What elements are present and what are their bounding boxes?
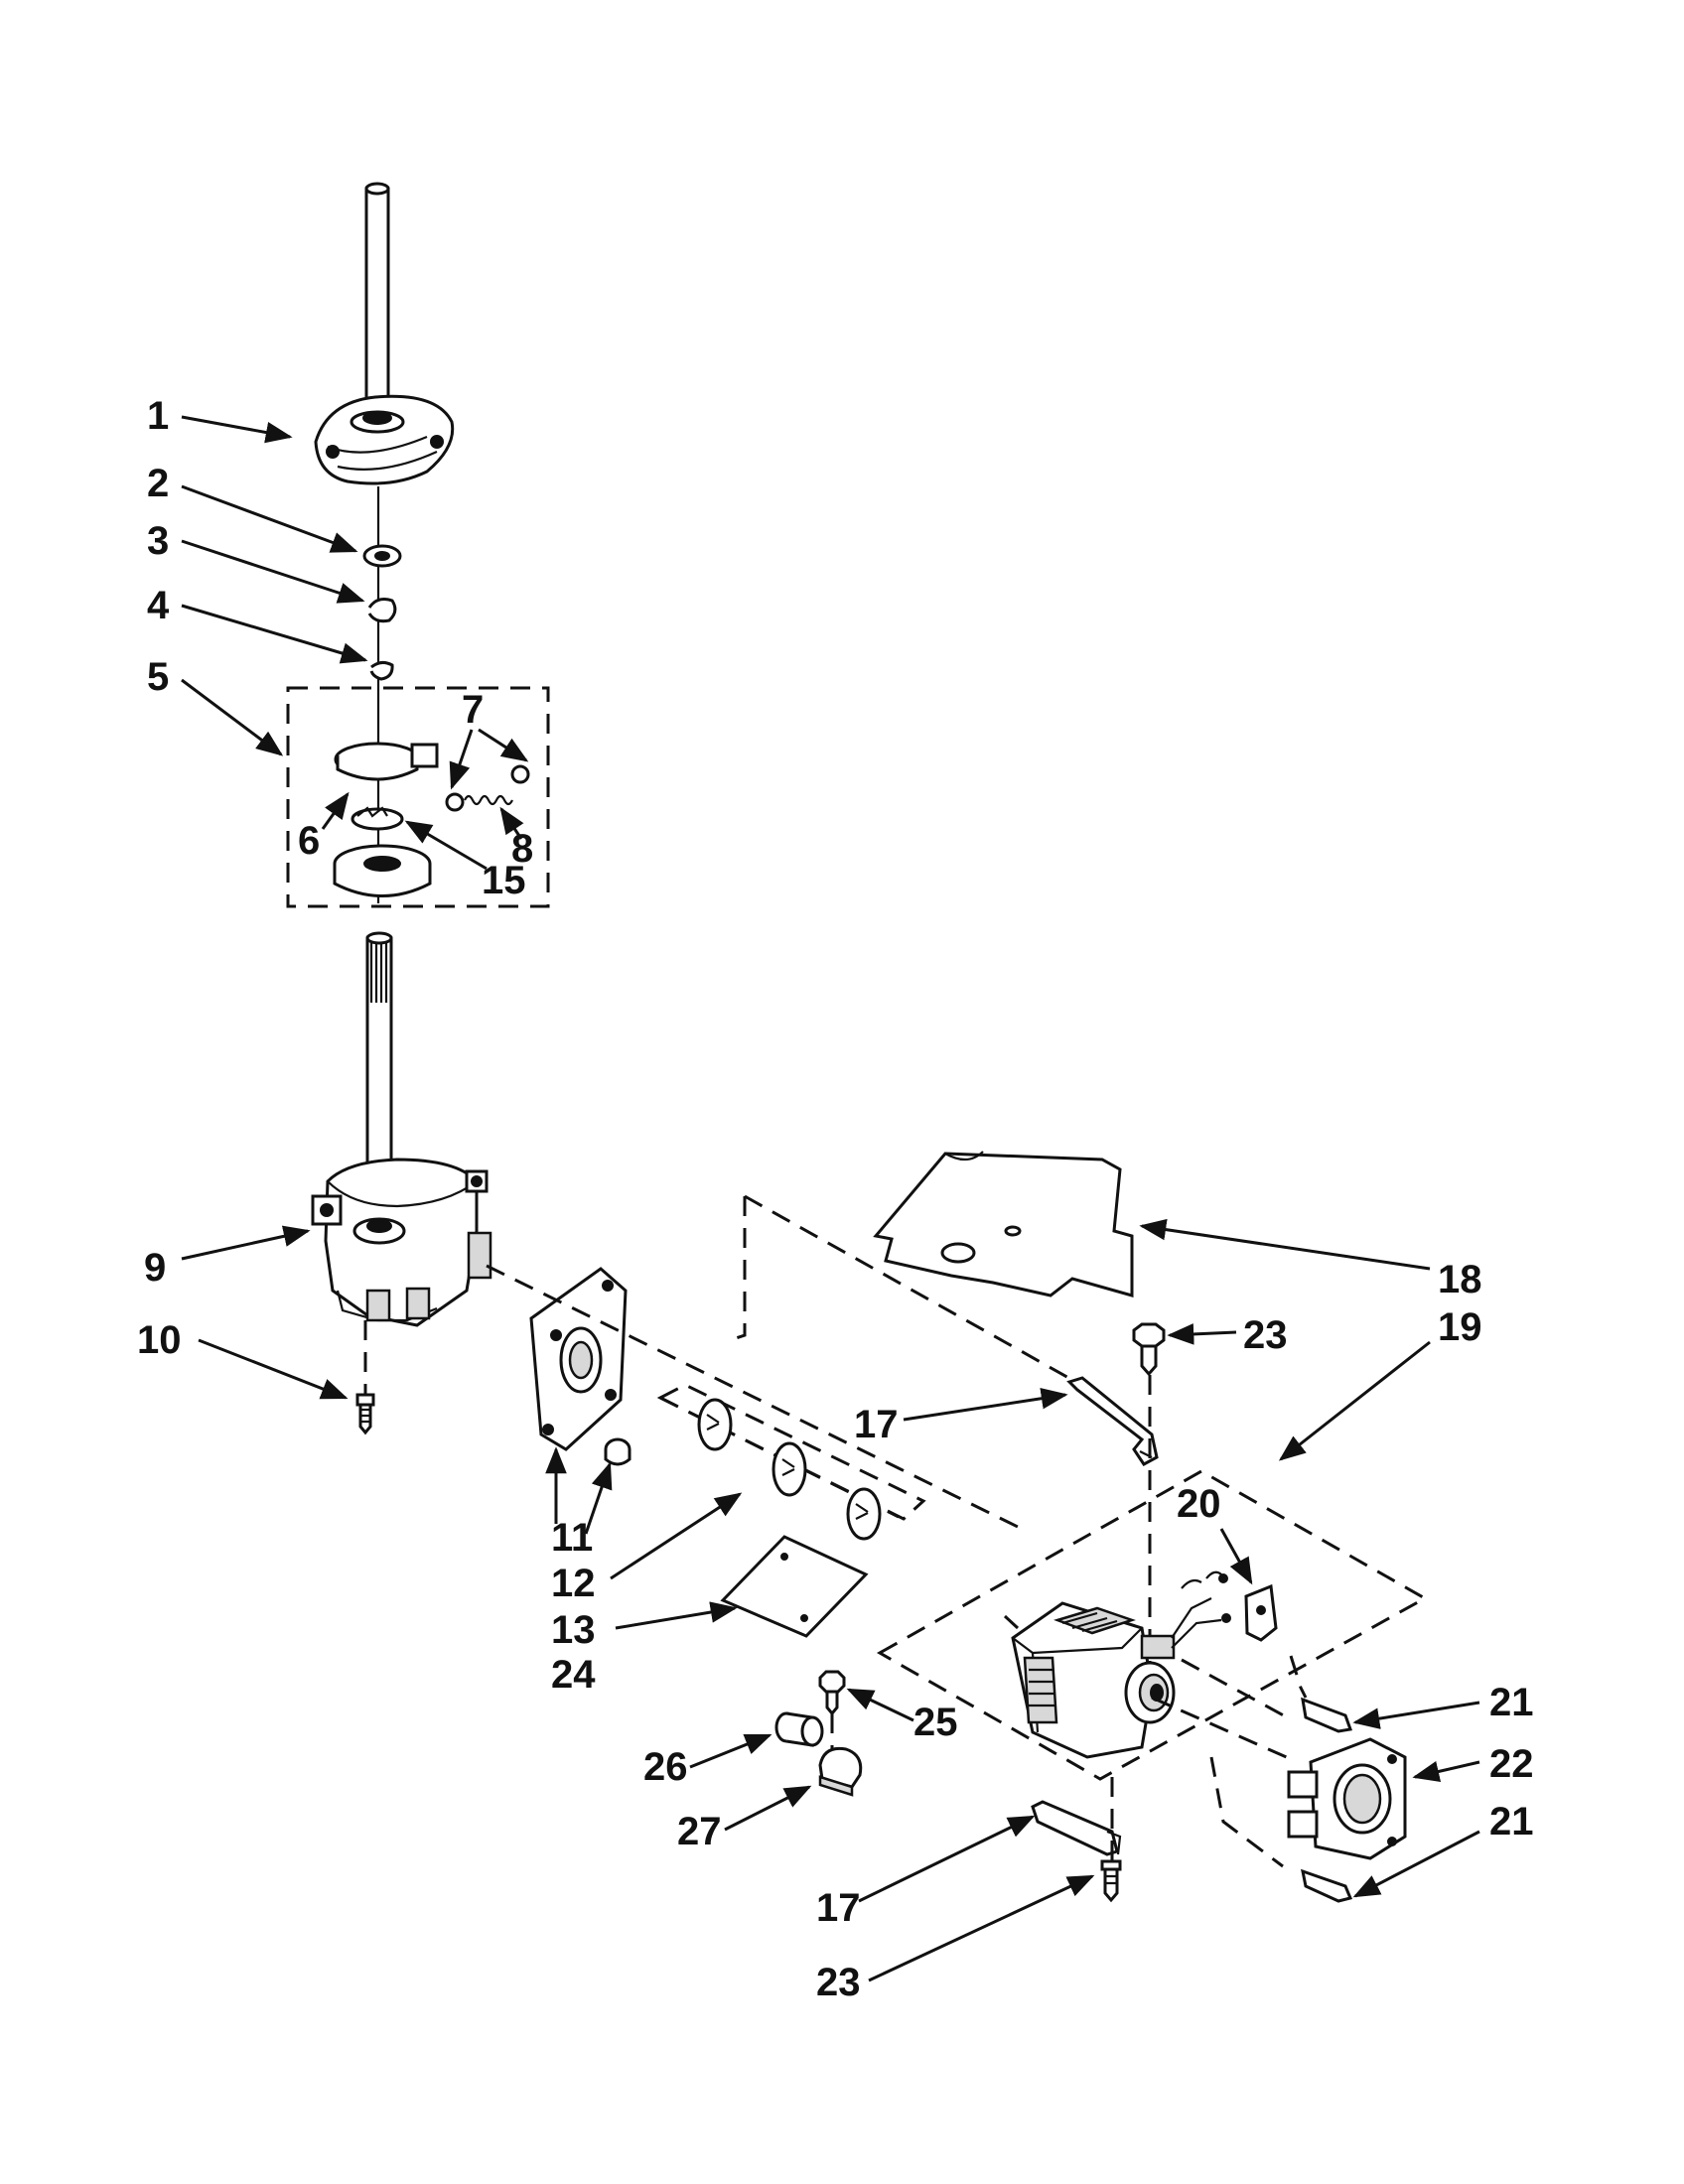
callout-labels: 1 2 3 4 5 6 7 8 15 9 10 11 12 13 24 17 2…: [137, 394, 1534, 2004]
part-19-motor-kit-boundary: [876, 1469, 1429, 1781]
callout-1: 1: [147, 394, 169, 438]
leader-lines: [181, 415, 1480, 1982]
callout-23-upper: 23: [1243, 1313, 1288, 1357]
part-15-rotor-hub: [351, 806, 404, 831]
part-23-lower-screw: [1100, 1859, 1122, 1903]
part-20-switch: [1181, 1570, 1278, 1642]
callout-23-lower: 23: [816, 1961, 861, 2004]
callout-21-upper: 21: [1489, 1681, 1534, 1724]
callout-2: 2: [147, 462, 169, 505]
part-13-coupler-boundary: [656, 1383, 926, 1521]
callout-13: 13: [551, 1608, 596, 1652]
callout-17-upper: 17: [854, 1403, 899, 1446]
part-3-clip: [367, 598, 397, 623]
part-4-ring: [369, 660, 394, 681]
part-26-bushing: [774, 1711, 824, 1747]
part-5-kit-boundary: [286, 686, 550, 908]
callout-7: 7: [462, 688, 484, 732]
part-23-upper-screw: [1132, 1322, 1166, 1377]
callout-26: 26: [643, 1745, 688, 1789]
callout-10: 10: [137, 1318, 182, 1362]
part-17-lower-bracket: [1031, 1800, 1119, 1856]
callout-18: 18: [1438, 1258, 1482, 1301]
part-13-coupler: [697, 1398, 882, 1541]
callout-19: 19: [1438, 1305, 1482, 1349]
callout-22: 22: [1489, 1742, 1534, 1786]
callout-24: 24: [551, 1653, 596, 1697]
callout-9: 9: [144, 1246, 166, 1290]
centerline-drive: [486, 1264, 1019, 1529]
callout-12: 12: [551, 1562, 596, 1605]
part-10-screw: [355, 1393, 375, 1435]
part-21-lower-clip: [1301, 1868, 1353, 1903]
callout-27: 27: [677, 1810, 722, 1853]
part-9-transmission: [311, 1158, 492, 1327]
part-11-mounting-plate: [529, 1267, 628, 1451]
brake-assembly: [286, 182, 550, 1178]
motor: [1003, 1597, 1222, 1759]
part-18-shield-plate: [873, 1151, 1134, 1297]
part-27-clamp: [818, 1746, 863, 1797]
callout-3: 3: [147, 519, 169, 563]
callout-4: 4: [147, 584, 170, 627]
callout-21-lower: 21: [1489, 1800, 1534, 1843]
part-1-brake-cam: [314, 394, 455, 485]
callout-25: 25: [913, 1701, 958, 1744]
part-6-brake-band: [334, 742, 439, 781]
part-7-8-spring: [445, 764, 530, 812]
part-25-screw: [818, 1670, 846, 1716]
part-12-nut: [604, 1437, 632, 1466]
brake-drum: [333, 844, 432, 897]
callout-17-lower: 17: [816, 1886, 861, 1930]
callout-8: 8: [511, 827, 533, 871]
callout-6: 6: [298, 819, 320, 863]
callout-20: 20: [1177, 1482, 1221, 1526]
part-17-upper-bracket: [1066, 1376, 1159, 1466]
part-21-upper-clip: [1301, 1697, 1353, 1733]
part-24-cover-plate: [720, 1535, 869, 1638]
callout-15: 15: [482, 859, 526, 902]
part-22-pump: [1287, 1737, 1407, 1860]
callout-5: 5: [147, 655, 169, 699]
callout-11: 11: [551, 1516, 593, 1560]
